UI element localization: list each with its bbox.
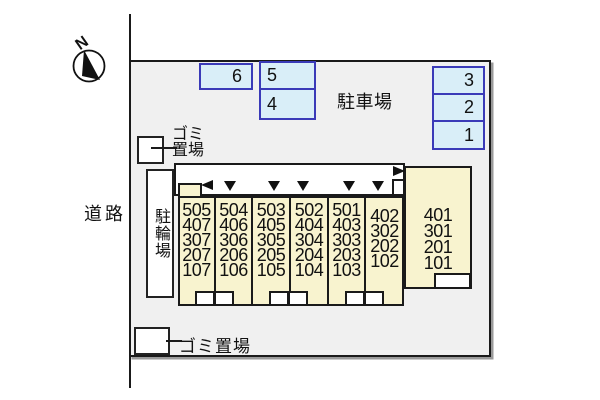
room-number: 104: [294, 260, 324, 280]
bicycle-parking-box: 駐輪場: [146, 169, 174, 298]
door-marker-icon: [297, 181, 309, 191]
room-number: 502: [294, 200, 324, 220]
corridor-step-line-v: [392, 179, 394, 197]
room-number: 106: [219, 260, 248, 280]
room-number: 402: [370, 206, 399, 226]
room-number: 203: [332, 245, 361, 265]
parking-space-6: 6: [199, 63, 253, 90]
room-number: 305: [256, 230, 286, 250]
parking-space-3: 3: [432, 66, 485, 95]
room-number: 101: [423, 253, 453, 273]
parking-space-2-label: 2: [463, 97, 474, 117]
garbage-area-bottom-box: [134, 327, 170, 355]
garbage-area-top-box: [137, 136, 164, 164]
room-stack-6: 402 302 202 102: [365, 196, 404, 271]
garbage-area-bottom-label: ゴミ置場: [179, 337, 251, 356]
room-number: 204: [294, 245, 324, 265]
garbage-top-line1: ゴミ: [172, 126, 205, 143]
garbage-top-line2: 置場: [172, 141, 205, 159]
garbage-bottom-leader-line: [166, 340, 182, 342]
parking-space-4: 4: [259, 88, 316, 120]
room-number: 303: [332, 230, 361, 250]
parking-space-6-label: 6: [231, 66, 242, 86]
room-stack-4: 502 404 304 204 104: [290, 196, 328, 280]
room-number: 302: [370, 221, 399, 241]
room-number: 105: [256, 260, 286, 280]
room-number: 505: [182, 200, 211, 220]
room-number: 206: [219, 245, 248, 265]
room-number: 501: [332, 200, 361, 220]
entry-porch: [345, 291, 365, 306]
door-marker-icon: [224, 181, 236, 191]
room-number: 406: [219, 215, 248, 235]
entrance-arrow-left-icon: [201, 180, 213, 190]
parking-space-5: 5: [259, 61, 316, 90]
room-number: 107: [182, 260, 211, 280]
room-number: 405: [256, 215, 286, 235]
unit-divider: [214, 196, 216, 306]
entry-porch: [214, 291, 234, 306]
garbage-top-leader-line: [151, 147, 177, 149]
room-number: 504: [219, 200, 248, 220]
room-number: 103: [332, 260, 361, 280]
entry-porch: [364, 291, 384, 306]
room-stack-east: 401 301 201 101: [406, 168, 470, 273]
room-number: 205: [256, 245, 286, 265]
entrance-arrow-right-icon: [393, 166, 405, 176]
entry-porch: [288, 291, 308, 306]
door-marker-icon: [268, 181, 280, 191]
room-number: 207: [182, 245, 211, 265]
door-marker-icon: [372, 181, 384, 191]
garbage-area-top-label: ゴミ 置場: [172, 127, 204, 158]
room-number: 102: [370, 251, 399, 271]
parking-space-5-label: 5: [267, 65, 278, 85]
entry-porch: [195, 291, 215, 306]
room-stack-2: 504 406 306 206 106: [215, 196, 252, 280]
compass-north-icon: N: [72, 33, 106, 83]
parking-area-label: 駐車場: [337, 92, 393, 112]
room-number: 306: [219, 230, 248, 250]
corridor-step-line-h: [392, 179, 405, 181]
room-number: 202: [370, 236, 399, 256]
building-corridor: [174, 163, 405, 196]
door-marker-icon: [343, 181, 355, 191]
room-number: 407: [182, 215, 211, 235]
room-number: 404: [294, 215, 324, 235]
room-stack-3: 503 405 305 205 105: [252, 196, 290, 280]
unit-divider: [289, 196, 291, 306]
unit-divider: [327, 196, 329, 306]
unit-divider: [364, 196, 366, 306]
room-number: 307: [182, 230, 211, 250]
room-number: 304: [294, 230, 324, 250]
room-number: 403: [332, 215, 361, 235]
building-top-step: [178, 183, 202, 198]
bicycle-parking-label: 駐輪場: [152, 208, 169, 259]
room-number: 301: [423, 221, 453, 241]
room-stack-1: 505 407 307 207 107: [178, 196, 215, 280]
parking-space-1: 1: [432, 120, 485, 150]
parking-space-2: 2: [432, 93, 485, 122]
parking-space-3-label: 3: [463, 70, 474, 90]
entry-porch: [434, 273, 471, 289]
room-number: 401: [423, 205, 453, 225]
room-number: 201: [423, 237, 453, 257]
entry-porch: [269, 291, 289, 306]
road-label: 道路: [84, 204, 126, 224]
room-number: 503: [256, 200, 286, 220]
parking-space-1-label: 1: [463, 124, 474, 145]
building-east-block: 401 301 201 101: [404, 166, 472, 289]
unit-divider: [251, 196, 253, 306]
parking-space-4-label: 4: [267, 93, 278, 114]
room-stack-5: 501 403 303 203 103: [328, 196, 365, 280]
